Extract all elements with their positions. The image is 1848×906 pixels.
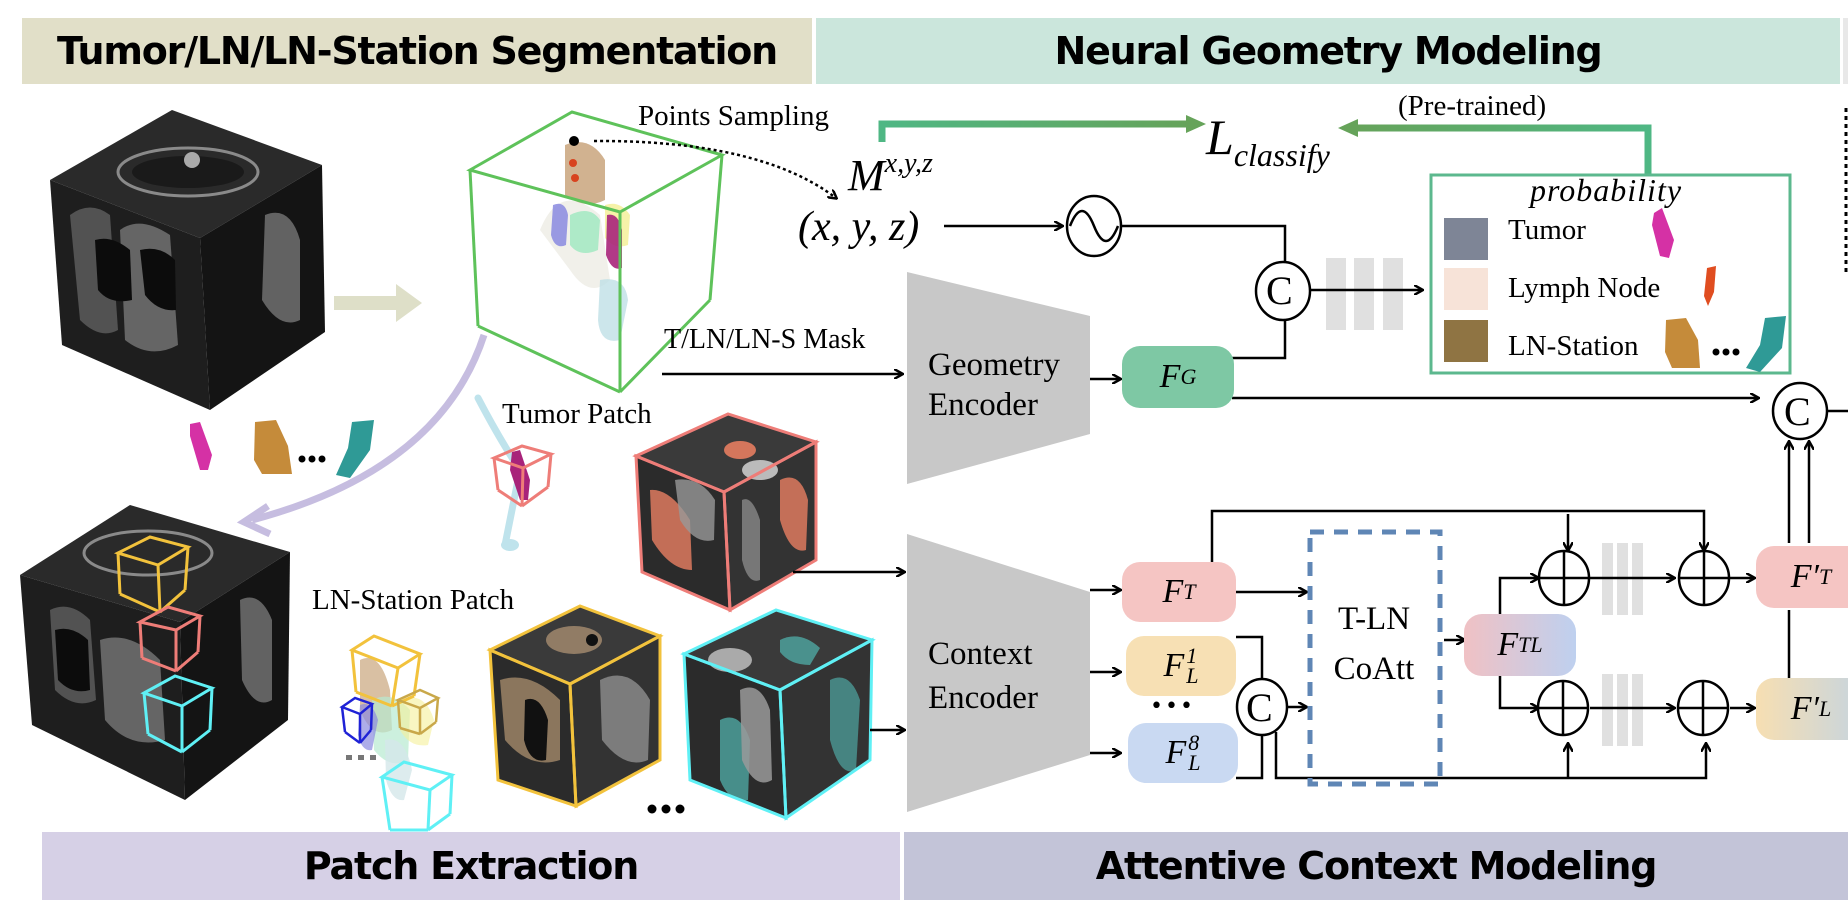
legend-swatch-tumor bbox=[1444, 218, 1488, 260]
pretrained-to-loss-arrow bbox=[1354, 124, 1652, 175]
ln-station-patch-cube-2 bbox=[680, 608, 876, 821]
ellipsis-patches bbox=[647, 804, 685, 814]
ct-volume-cube-patches bbox=[20, 505, 290, 800]
context-encoder-shape bbox=[907, 534, 1090, 812]
context-encoder-label: Context Encoder bbox=[928, 636, 1038, 716]
coatt-label: T-LN CoAtt bbox=[1333, 601, 1415, 687]
legend-label-ln-station: LN-Station bbox=[1508, 330, 1639, 362]
coatt-box bbox=[1307, 529, 1443, 787]
feature-fl-prime: F′L bbox=[1756, 678, 1848, 740]
add-icon-bottom-1 bbox=[1536, 679, 1590, 737]
feature-ellipsis: ••• bbox=[1150, 694, 1195, 719]
mlp-bars-top bbox=[1326, 258, 1403, 330]
add-icon-top-2 bbox=[1677, 549, 1731, 607]
tumor-patch-label: Tumor Patch bbox=[502, 398, 652, 430]
pretrained-label: (Pre-trained) bbox=[1398, 90, 1547, 122]
banner-patch-extraction-label: Patch Extraction bbox=[303, 844, 639, 888]
mlp-bars-mid-bottom bbox=[1602, 674, 1643, 746]
legend-swatch-lymph-node bbox=[1444, 268, 1488, 310]
geometry-encoder-shape bbox=[907, 272, 1090, 484]
banner-segmentation: Tumor/LN/LN-Station Segmentation bbox=[22, 18, 812, 84]
tumor-patch-cube bbox=[632, 412, 820, 613]
concat-top-icon bbox=[1254, 260, 1312, 322]
ct-volume-cube bbox=[50, 110, 325, 410]
concat-lymph-letter: C bbox=[1246, 685, 1273, 730]
sampling-to-loss-arrow bbox=[878, 120, 1190, 142]
points-sampling-label: Points Sampling bbox=[638, 100, 829, 132]
concat-top-letter: C bbox=[1266, 268, 1293, 313]
khaki-arrow bbox=[334, 284, 422, 322]
concat-final-letter: C bbox=[1784, 389, 1811, 434]
banner-patch-extraction: Patch Extraction bbox=[42, 832, 900, 900]
ln-station-patch-label: LN-Station Patch bbox=[312, 584, 515, 616]
coords-label: (x, y, z) bbox=[798, 204, 920, 250]
legend-swatch-ln-station bbox=[1444, 320, 1488, 362]
loss-classify-label: Lclassify bbox=[1206, 109, 1330, 173]
ln-station-locator bbox=[339, 634, 456, 832]
banner-neural-geometry: Neural Geometry Modeling bbox=[816, 18, 1840, 84]
legend-label-lymph-node: Lymph Node bbox=[1508, 272, 1661, 304]
banner-attentive-context: Attentive Context Modeling bbox=[904, 832, 1848, 900]
m-xyz-label: Mx,y,z bbox=[848, 148, 933, 200]
segmentation-shapes-row bbox=[190, 420, 374, 478]
banner-edge-right bbox=[1843, 18, 1848, 84]
banner-segmentation-label: Tumor/LN/LN-Station Segmentation bbox=[56, 29, 778, 73]
geometry-encoder-label: Geometry Encoder bbox=[928, 347, 1060, 423]
feature-ft-prime: F′T bbox=[1756, 546, 1848, 608]
purple-curved-arrow bbox=[251, 333, 488, 524]
segmentation-cube bbox=[466, 110, 836, 394]
ln-station-patch-cube-1 bbox=[486, 604, 664, 809]
mask-label: T/LN/LN-S Mask bbox=[664, 324, 866, 355]
positional-encoding-icon bbox=[1065, 194, 1123, 258]
legend-label-tumor: Tumor bbox=[1508, 214, 1586, 246]
tumor-patch-locator bbox=[474, 394, 556, 551]
probability-legend-box bbox=[1429, 173, 1792, 375]
banner-neural-geometry-label: Neural Geometry Modeling bbox=[1054, 29, 1602, 73]
legend-title: probability bbox=[1530, 172, 1683, 208]
banner-attentive-context-label: Attentive Context Modeling bbox=[1095, 844, 1658, 888]
add-icon-bottom-2 bbox=[1676, 679, 1730, 737]
add-icon-top-1 bbox=[1537, 549, 1591, 607]
